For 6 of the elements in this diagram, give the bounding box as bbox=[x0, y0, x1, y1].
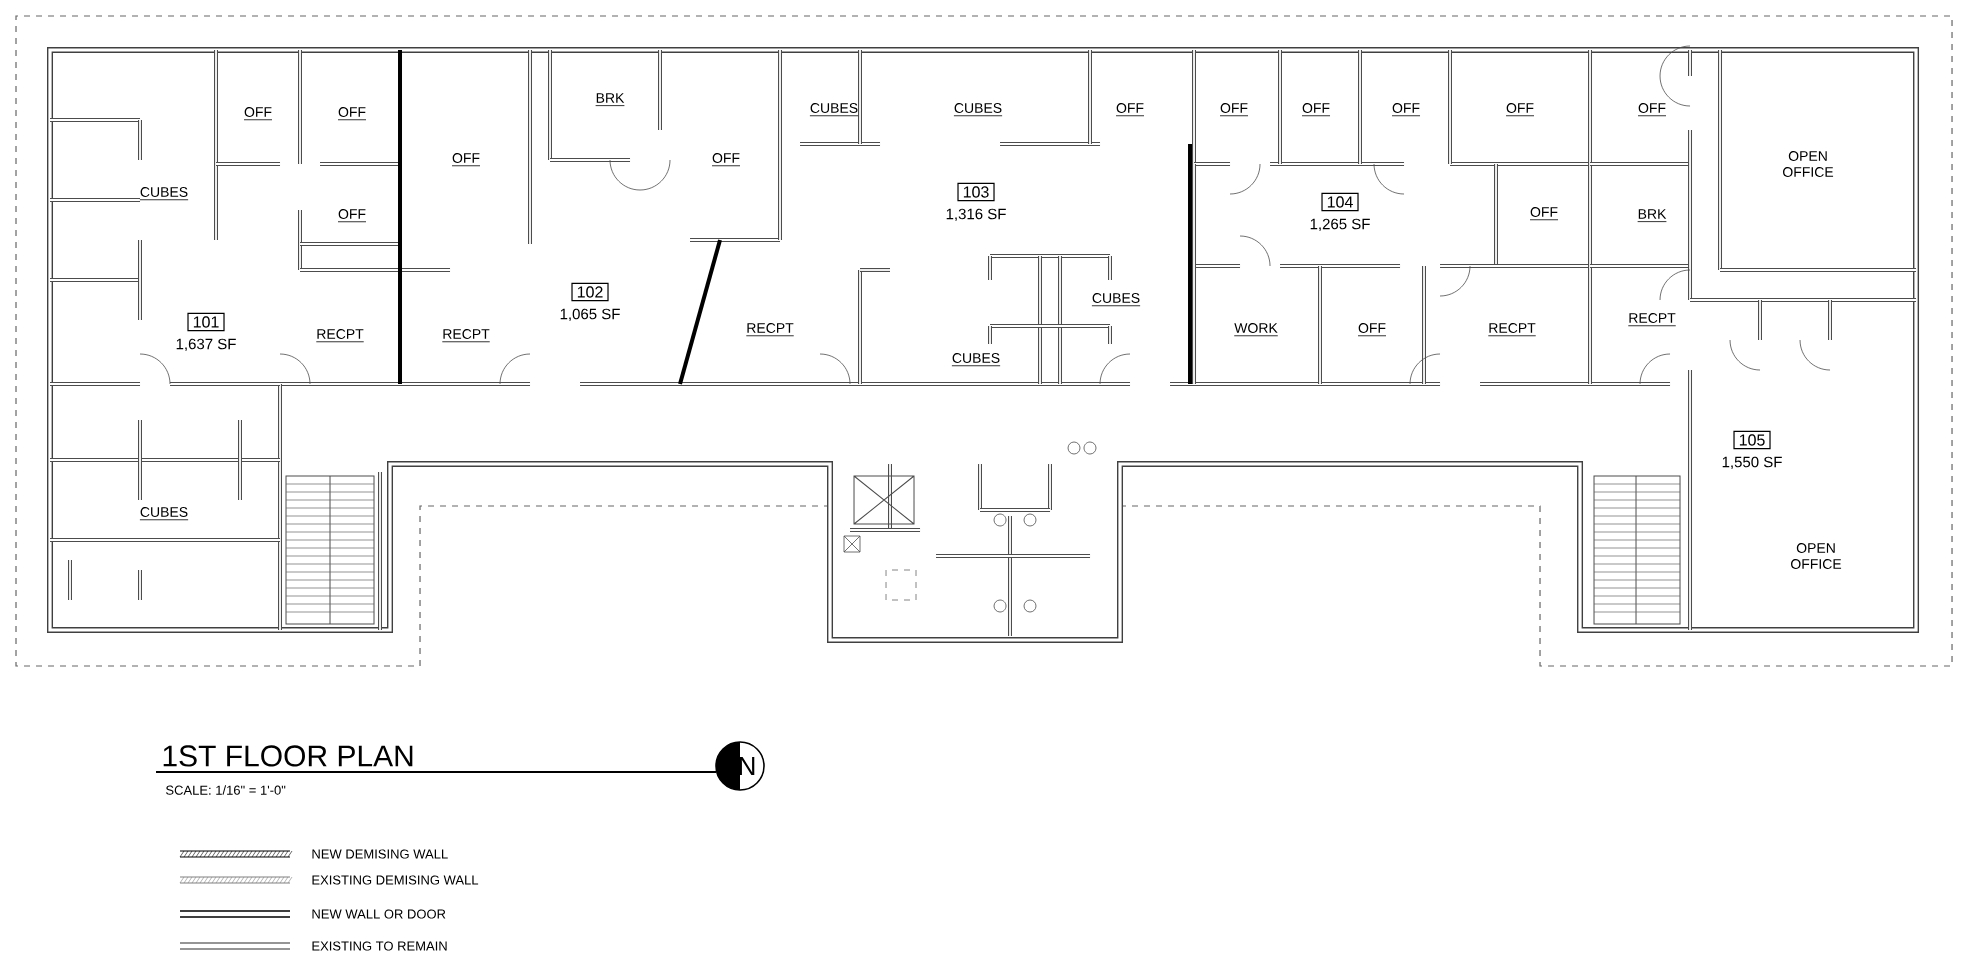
plan-title: 1ST FLOOR PLAN bbox=[163, 745, 413, 767]
suite-number: 102 bbox=[571, 282, 609, 302]
suite-number: 101 bbox=[187, 312, 225, 332]
suite-number: 103 bbox=[957, 182, 995, 202]
suite-number: 104 bbox=[1321, 192, 1359, 212]
suite-number: 105 bbox=[1733, 430, 1771, 450]
